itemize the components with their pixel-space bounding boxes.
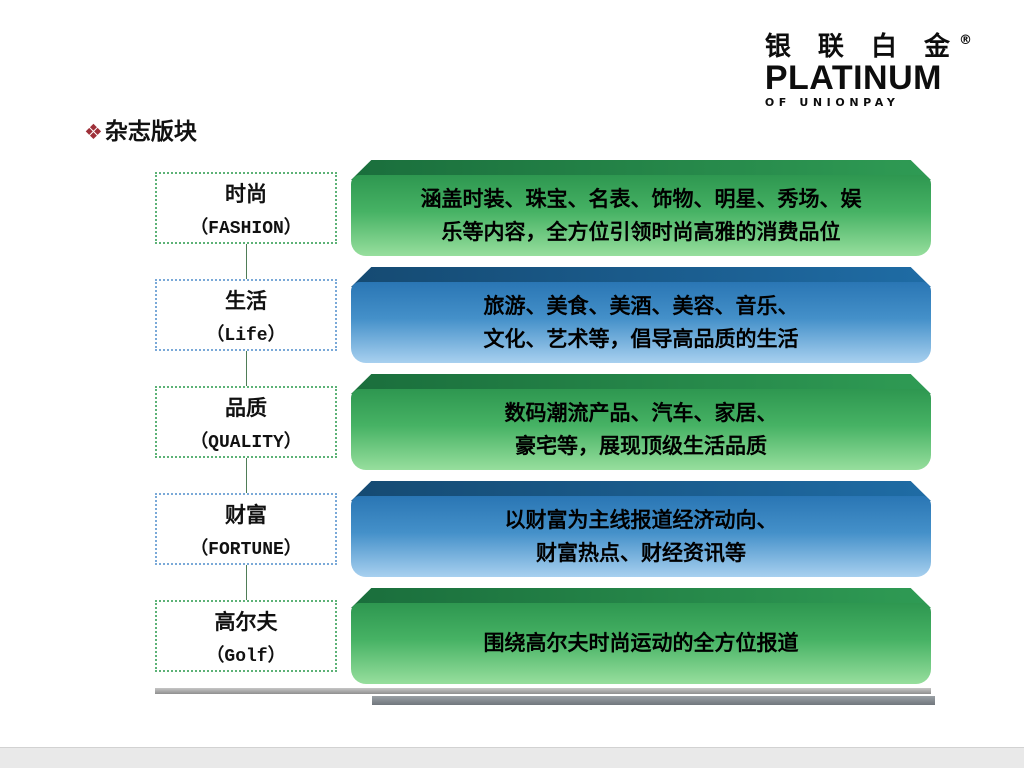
category-name-cn: 时尚 bbox=[225, 180, 267, 206]
diamond-bullet-icon: ❖ bbox=[84, 120, 103, 144]
description-banner: 旅游、美食、美酒、美容、音乐、 文化、艺术等，倡导高品质的生活 bbox=[351, 267, 931, 363]
banner-front-face: 以财富为主线报道经济动向、 财富热点、财经资讯等 bbox=[351, 496, 931, 577]
category-name-cn: 生活 bbox=[225, 287, 267, 313]
description-banner: 围绕高尔夫时尚运动的全方位报道 bbox=[351, 588, 931, 684]
category-description: 旅游、美食、美酒、美容、音乐、 文化、艺术等，倡导高品质的生活 bbox=[483, 292, 799, 351]
category-description: 涵盖时装、珠宝、名表、饰物、明星、秀场、娱 乐等内容，全方位引领时尚高雅的消费品… bbox=[420, 185, 862, 244]
diagram-row: 品质 （QUALITY） 数码潮流产品、汽车、家居、 豪宅等，展现顶级生活品质 bbox=[155, 374, 931, 470]
divider-bar-bottom bbox=[372, 696, 935, 705]
category-name-cn: 财富 bbox=[225, 501, 267, 527]
category-name-en: （Golf） bbox=[206, 646, 286, 667]
logo-chinese-text: 银 联 白 金® bbox=[765, 26, 972, 63]
category-box: 财富 （FORTUNE） bbox=[155, 493, 337, 565]
category-name-en: （Life） bbox=[206, 325, 286, 346]
category-box: 品质 （QUALITY） bbox=[155, 386, 337, 458]
diagram-row: 生活 （Life） 旅游、美食、美酒、美容、音乐、 文化、艺术等，倡导高品质的生… bbox=[155, 267, 931, 363]
category-name-cn: 品质 bbox=[225, 394, 267, 420]
page-title-text: 杂志版块 bbox=[104, 119, 197, 145]
description-banner: 数码潮流产品、汽车、家居、 豪宅等，展现顶级生活品质 bbox=[351, 374, 931, 470]
category-name-cn: 高尔夫 bbox=[214, 608, 278, 634]
description-banner: 以财富为主线报道经济动向、 财富热点、财经资讯等 bbox=[351, 481, 931, 577]
magazine-sections-diagram: 时尚 （FASHION） 涵盖时装、珠宝、名表、饰物、明星、秀场、娱 乐等内容，… bbox=[155, 160, 931, 695]
category-name-en: （FORTUNE） bbox=[190, 539, 302, 560]
category-description: 以财富为主线报道经济动向、 财富热点、财经资讯等 bbox=[504, 506, 778, 565]
category-box: 时尚 （FASHION） bbox=[155, 172, 337, 244]
banner-front-face: 数码潮流产品、汽车、家居、 豪宅等，展现顶级生活品质 bbox=[351, 389, 931, 470]
footer-strip bbox=[0, 747, 1024, 768]
banner-front-face: 围绕高尔夫时尚运动的全方位报道 bbox=[351, 603, 931, 684]
category-description: 数码潮流产品、汽车、家居、 豪宅等，展现顶级生活品质 bbox=[504, 399, 778, 458]
category-name-en: （QUALITY） bbox=[190, 432, 302, 453]
unionpay-platinum-logo: 银 联 白 金® PLATINUM OF UNIONPAY bbox=[765, 26, 972, 109]
diagram-row: 高尔夫 （Golf） 围绕高尔夫时尚运动的全方位报道 bbox=[155, 588, 931, 684]
category-box: 生活 （Life） bbox=[155, 279, 337, 351]
description-banner: 涵盖时装、珠宝、名表、饰物、明星、秀场、娱 乐等内容，全方位引领时尚高雅的消费品… bbox=[351, 160, 931, 256]
logo-platinum-text: PLATINUM bbox=[764, 59, 942, 97]
category-description: 围绕高尔夫时尚运动的全方位报道 bbox=[483, 630, 799, 656]
banner-front-face: 旅游、美食、美酒、美容、音乐、 文化、艺术等，倡导高品质的生活 bbox=[351, 282, 931, 363]
diagram-row: 时尚 （FASHION） 涵盖时装、珠宝、名表、饰物、明星、秀场、娱 乐等内容，… bbox=[155, 160, 931, 256]
category-box: 高尔夫 （Golf） bbox=[155, 600, 337, 672]
diagram-row: 财富 （FORTUNE） 以财富为主线报道经济动向、 财富热点、财经资讯等 bbox=[155, 481, 931, 577]
banner-front-face: 涵盖时装、珠宝、名表、饰物、明星、秀场、娱 乐等内容，全方位引领时尚高雅的消费品… bbox=[351, 175, 931, 256]
logo-subtext: OF UNIONPAY bbox=[764, 96, 900, 109]
registered-trademark-icon: ® bbox=[959, 33, 972, 48]
page-title: ❖杂志版块 bbox=[84, 112, 197, 146]
category-name-en: （FASHION） bbox=[190, 218, 302, 239]
logo-chinese-characters: 银 联 白 金 bbox=[764, 32, 959, 62]
divider-bar-top bbox=[155, 688, 931, 694]
